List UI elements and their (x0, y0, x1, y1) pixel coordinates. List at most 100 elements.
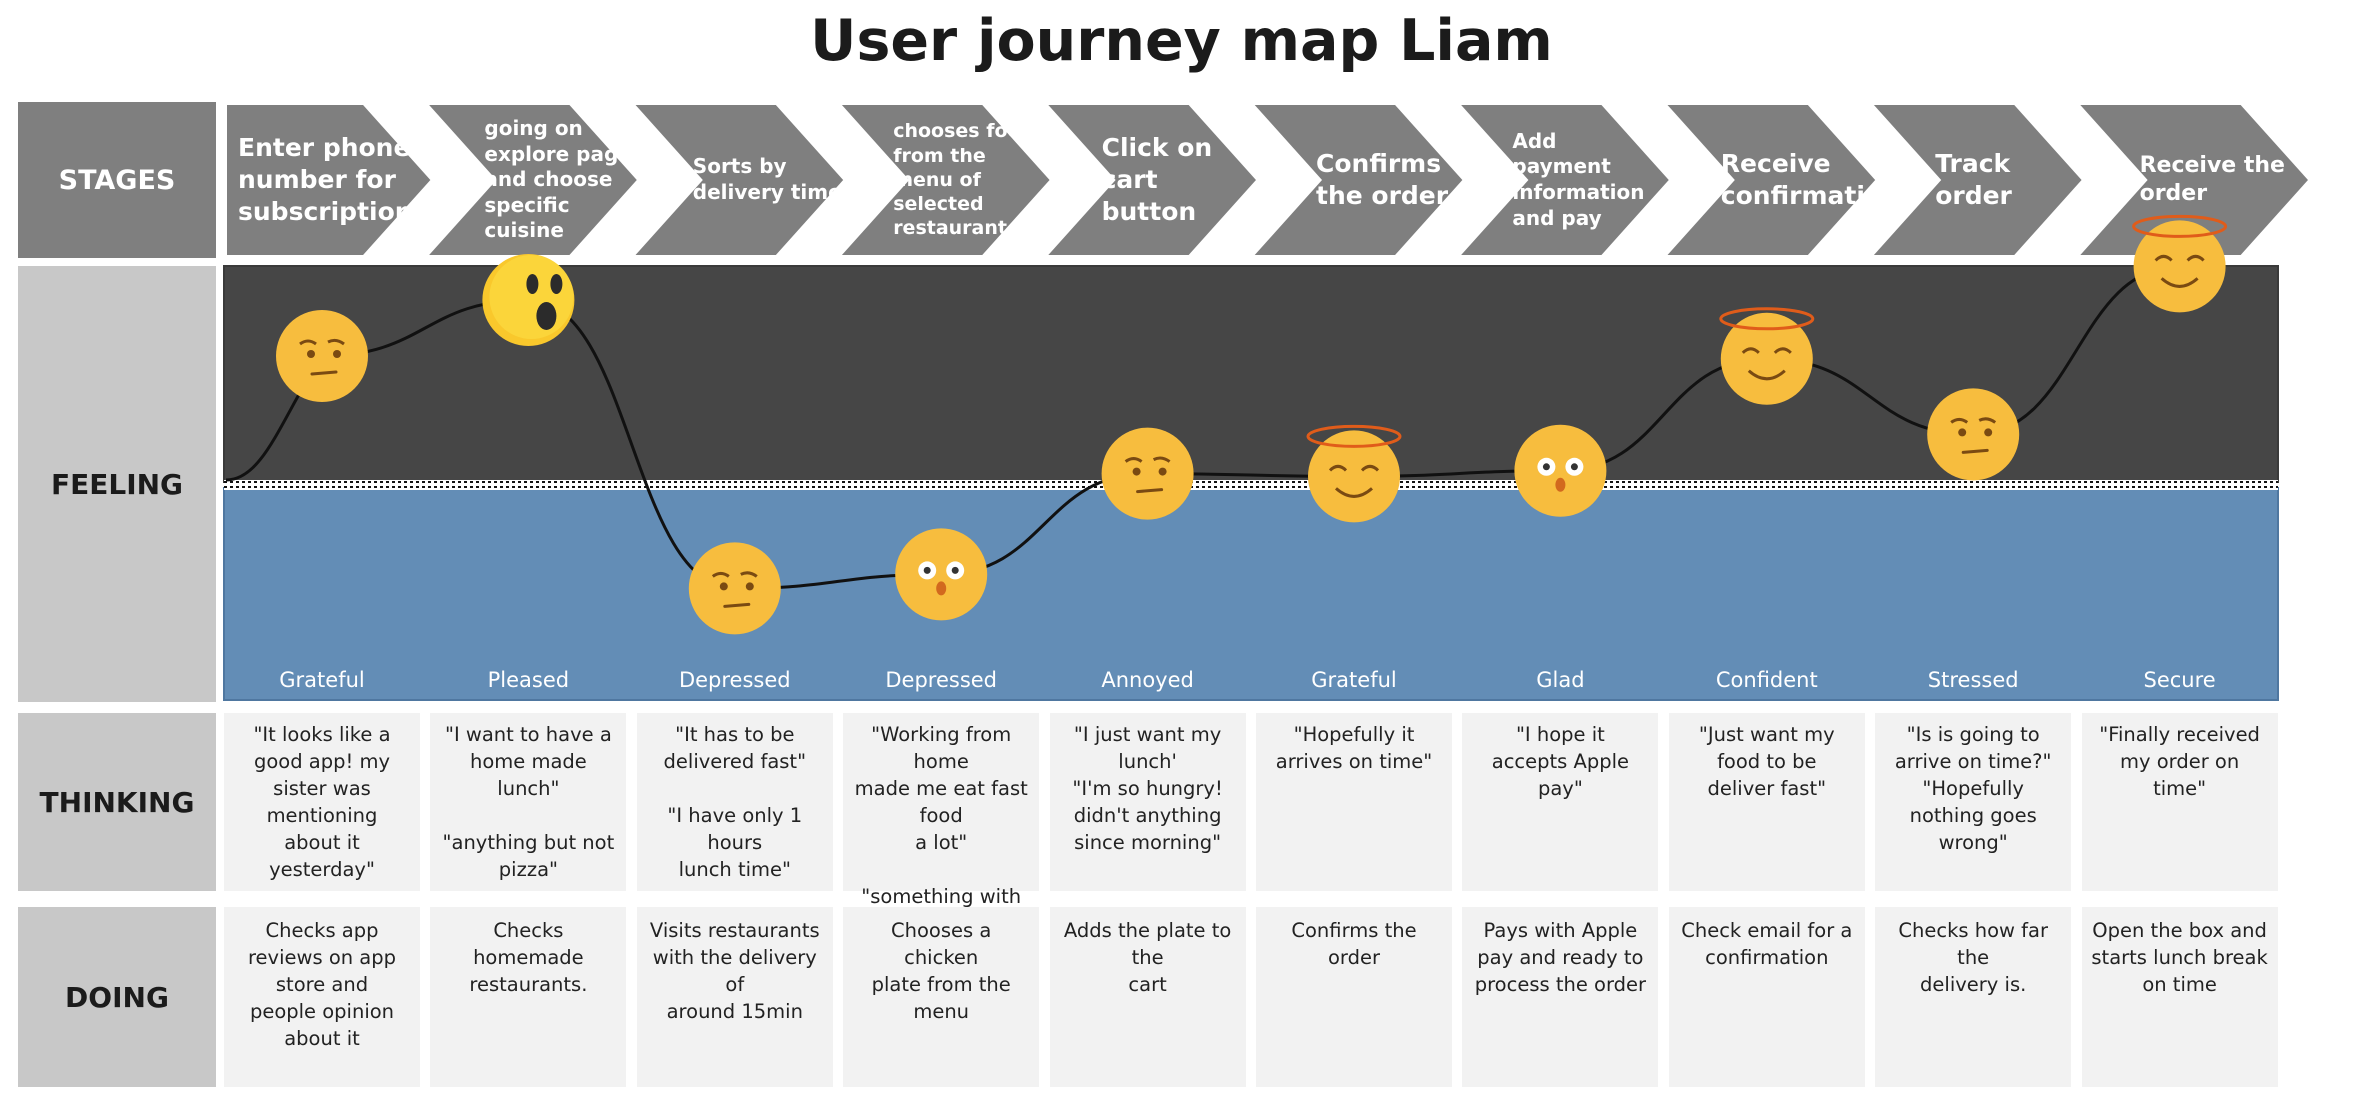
stage-arrow (221, 99, 439, 261)
doing-cell-line: Confirms the order (1291, 919, 1417, 969)
feeling-label: Glad (1536, 668, 1585, 692)
doing-cell-line: Checks app (265, 919, 379, 942)
doing-cell-line: restaurants. (469, 973, 588, 996)
negative-zone (223, 487, 2279, 701)
neutral-band (224, 480, 2278, 490)
thinking-cell-line: "It has to be (675, 723, 795, 746)
stage-label-line: menu of (893, 168, 981, 191)
doing-cell-line: Checks homemade (473, 919, 584, 969)
thinking-cell-line: "anything but not (442, 831, 615, 854)
stage-label-line: and choose (484, 167, 613, 192)
stage-label-line: specific (484, 192, 570, 217)
angel-face-icon (1306, 424, 1402, 523)
stage-label-line: Click on cart (1101, 133, 1213, 194)
stage-arrows (221, 99, 2317, 261)
feeling-label: Depressed (885, 668, 998, 692)
thinking-cell-line: pay" (1537, 777, 1583, 800)
stage-arrow (1034, 99, 1265, 261)
doing-cell-line: delivery is. (1920, 973, 2027, 996)
stage-label: Receive confirmation (1721, 102, 1900, 258)
stage-arrow (415, 99, 645, 261)
thinking-cell-line: "something with (861, 885, 1022, 908)
thinking-cell-line (851, 856, 1031, 883)
thinking-cell-line (645, 775, 825, 802)
doing-cell-line: Checks how far the (1898, 919, 2048, 969)
stage-label-line: Enter phone (238, 133, 411, 162)
doing-cell: Checks homemade restaurants. (430, 907, 627, 1087)
doing-cell: Confirms the order (1256, 907, 1452, 1087)
thinking-cell-line: "I want to have a (444, 723, 612, 746)
row-label-stages: STAGES (18, 102, 216, 258)
thinking-cell-line: "Finally received (2099, 723, 2260, 746)
thinking-cell-line: my order on (2119, 750, 2240, 773)
angel-face-icon (1719, 307, 1815, 405)
thinking-cell-line: deliver fast" (1707, 777, 1827, 800)
stage-label-line: restaurant (893, 217, 1007, 240)
stunned-face-icon (895, 528, 988, 621)
thinking-cell: "I want to have a home made lunch" "anyth… (430, 713, 627, 891)
stage-label-line: from the (893, 144, 986, 167)
stage-label-line: payment (1512, 154, 1611, 179)
stunned-face-icon (1514, 424, 1607, 517)
thinking-cell-line: wrong" (1938, 831, 2008, 854)
stage-label-line: Track order (1935, 149, 2012, 210)
smirk-face-icon (276, 310, 368, 402)
stage-label-line: Receive (1720, 149, 1831, 178)
stage-arrow (828, 99, 1058, 261)
thinking-cell-line: lunch time" (678, 858, 792, 881)
thinking-cell-line: "Working from home (871, 723, 1012, 773)
feeling-label: Secure (2143, 668, 2216, 692)
stage-label: Track order (1935, 102, 2095, 258)
smirk-face-icon (688, 542, 781, 635)
thinking-cell-line: home made lunch" (469, 750, 587, 800)
stage-label-line: Sorts by (692, 154, 787, 179)
doing-cell-line: people opinion (249, 1000, 395, 1023)
stage-arrow (1447, 99, 1677, 261)
feeling-label: Annoyed (1101, 668, 1194, 692)
thinking-cell-line: since morning" (1074, 831, 1222, 854)
stage-label-line: button (1101, 197, 1197, 226)
thinking-cell-line: accepts Apple (1491, 750, 1630, 773)
thinking-cell-line: "I hope it (1515, 723, 1605, 746)
row-label-doing: DOING (18, 907, 216, 1087)
doing-cell-line: on time (2142, 973, 2217, 996)
stage-label-line: Add (1512, 128, 1557, 153)
thinking-cell-line: nothing goes (1909, 804, 2037, 827)
thinking-cell-line: arrives on time" (1275, 750, 1433, 773)
thinking-cell-line: "Hopefully (1922, 777, 2024, 800)
doing-cell-line: Open the box and (2092, 919, 2267, 942)
thinking-cell-line: made me eat fast food (854, 777, 1028, 827)
stage-arrow (2066, 99, 2317, 261)
doing-cell-line: with the delivery of (652, 946, 817, 996)
stage-arrow (1654, 99, 1884, 261)
stage-label-line: selected (893, 193, 984, 216)
stage-label-line: Receive the (2139, 152, 2285, 178)
stage-label-line: and pay (1512, 205, 1602, 230)
doing-cell-line: Chooses a chicken (891, 919, 992, 969)
feeling-label: Grateful (1311, 668, 1397, 692)
smirk-face-icon (1101, 427, 1194, 520)
stage-label-line: delivery time (692, 180, 842, 204)
stage-label-line: Confirms (1316, 149, 1442, 178)
thinking-cell-line: "I have only 1 hours (667, 804, 803, 854)
doing-cell-line: Pays with Apple (1483, 919, 1638, 942)
thinking-cell-line: "Just want my (1698, 723, 1835, 746)
stage-label-line: cuisine (484, 218, 564, 243)
thinking-cell-line: "It looks like a (253, 723, 391, 746)
stage-label-line: confirmation (1720, 181, 1900, 210)
stage-label: Click on cart button (1102, 102, 1262, 258)
